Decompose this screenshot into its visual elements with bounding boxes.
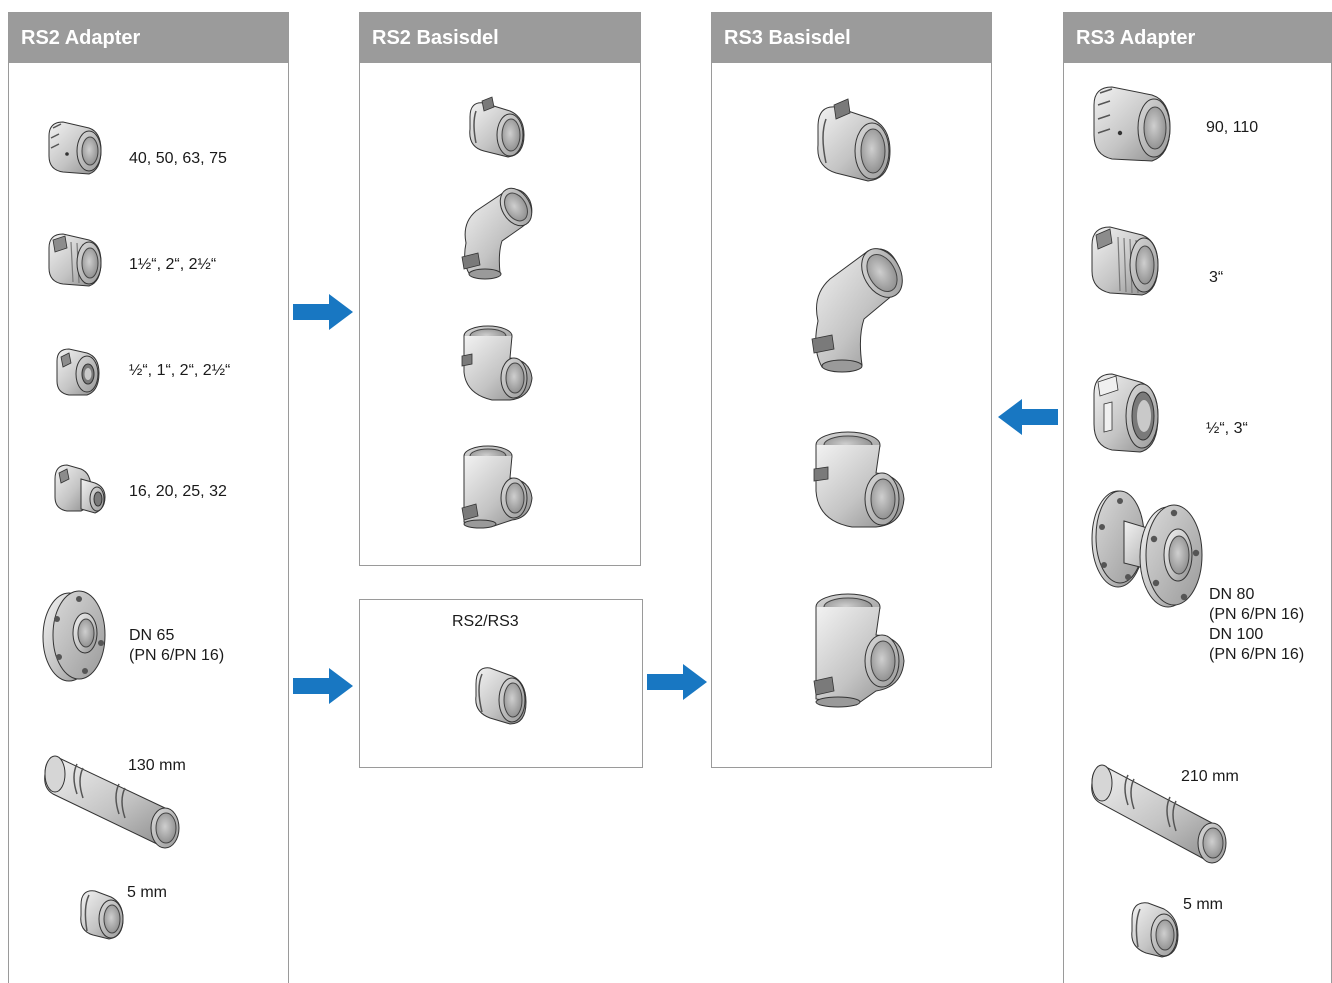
item-label: ½“, 3“: [1206, 420, 1248, 437]
item-label: ½“, 1“, 2“, 2½“: [129, 362, 231, 379]
panel-title: RS3 Adapter: [1064, 13, 1331, 63]
rs3-adapter-panel: RS3 Adapter 90, 110 3“ ½“, 3“: [1063, 12, 1332, 983]
pipe-extension-icon: [1084, 755, 1234, 867]
rs3-basisdel-panel: RS3 Basisdel: [711, 12, 992, 768]
rs2-adapter-panel: RS2 Adapter 40, 50, 63, 75 1½“, 2“, 2½“: [8, 12, 289, 983]
elbow-45-icon: [452, 183, 542, 283]
transition-label: RS2/RS3: [452, 613, 519, 630]
label-line: (PN 6/PN 16): [1209, 646, 1305, 663]
arrow-right-icon: [647, 664, 709, 700]
item-label: 5 mm: [127, 884, 167, 901]
reducer-adapter-icon: [47, 461, 113, 519]
short-sleeve-icon: [1122, 895, 1186, 963]
panel-title: RS3 Basisdel: [712, 13, 991, 63]
item-label: DN 80 (PN 6/PN 16) DN 100 (PN 6/PN 16): [1209, 585, 1304, 665]
coupling-icon: [808, 95, 904, 191]
short-sleeve-icon: [71, 883, 131, 945]
item-label: DN 65 (PN 6/PN 16): [129, 626, 224, 666]
pipe-extension-icon: [37, 746, 187, 851]
coupling-icon: [462, 93, 534, 163]
rs2-rs3-transition-panel: RS2/RS3: [359, 599, 643, 768]
label-line: DN 100: [1209, 626, 1264, 643]
panel-title: RS2 Basisdel: [360, 13, 640, 63]
item-label: 5 mm: [1183, 896, 1223, 913]
threaded-adapter-icon: [1082, 81, 1182, 167]
threaded-adapter-icon: [39, 118, 109, 178]
arrow-right-icon: [293, 668, 355, 704]
item-label: 3“: [1209, 269, 1224, 286]
tee-icon: [454, 438, 540, 533]
item-label: 210 mm: [1181, 768, 1239, 785]
item-label: 40, 50, 63, 75: [129, 150, 227, 167]
item-label: 1½“, 2“, 2½“: [129, 256, 217, 273]
flange-adapter-icon: [35, 585, 119, 685]
female-thread-adapter-icon: [47, 345, 107, 401]
label-line: DN 65: [129, 627, 175, 644]
male-thread-adapter-icon: [1084, 221, 1168, 301]
rs2-basisdel-panel: RS2 Basisdel: [359, 12, 641, 566]
tee-icon: [804, 583, 914, 713]
label-line: (PN 6/PN 16): [1209, 606, 1305, 623]
item-label: 16, 20, 25, 32: [129, 483, 227, 500]
transition-coupling-icon: [468, 658, 534, 732]
arrow-left-icon: [996, 399, 1058, 435]
label-line: DN 80: [1209, 586, 1255, 603]
elbow-90-icon: [804, 421, 914, 541]
item-label: 90, 110: [1206, 119, 1259, 136]
item-label: 130 mm: [128, 757, 186, 774]
arrow-right-icon: [293, 294, 355, 330]
female-thread-adapter-icon: [1086, 368, 1168, 460]
elbow-90-icon: [454, 318, 540, 410]
flange-adapter-icon: [1084, 483, 1210, 613]
elbow-45-icon: [800, 241, 912, 376]
panel-title: RS2 Adapter: [9, 13, 288, 63]
male-thread-adapter-icon: [41, 228, 111, 290]
label-line: (PN 6/PN 16): [129, 647, 225, 664]
